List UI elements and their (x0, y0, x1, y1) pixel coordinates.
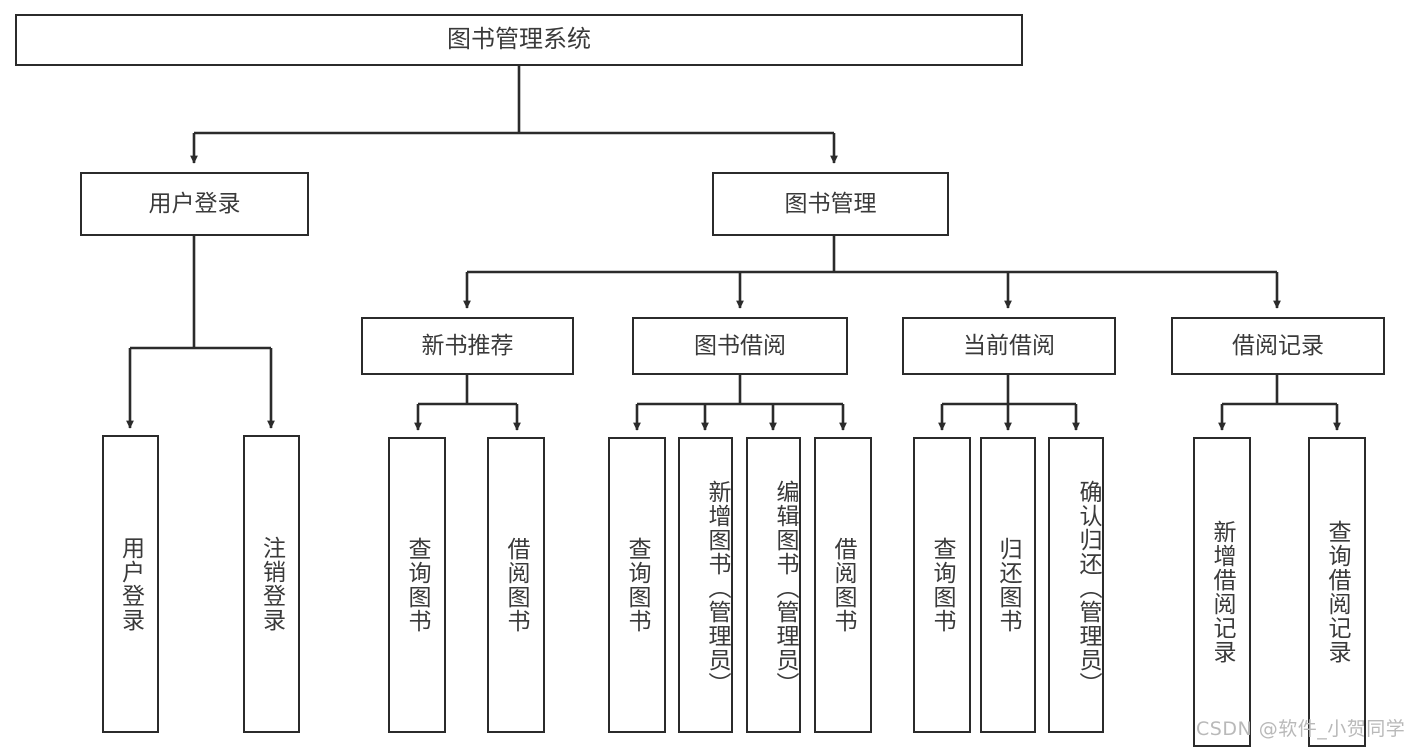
leaf-borrow-query-book-label: 查询图书 (624, 537, 651, 633)
node-borrow-record-label: 借阅记录 (1232, 332, 1324, 359)
leaf-user-login-signout[interactable]: 注销登录 (243, 435, 300, 733)
node-borrow-record[interactable]: 借阅记录 (1171, 317, 1385, 375)
node-book-management-label: 图书管理 (784, 190, 877, 217)
leaf-record-query-record[interactable]: 查询借阅记录 (1308, 437, 1366, 747)
leaf-borrow-add-book-label: 新增图书（管理员） (704, 480, 730, 696)
leaf-record-add-record[interactable]: 新增借阅记录 (1193, 437, 1251, 747)
leaf-record-query-record-label: 查询借阅记录 (1324, 520, 1351, 664)
leaf-recommend-query-book-label: 查询图书 (404, 537, 431, 633)
leaf-borrow-add-book[interactable]: 新增图书（管理员） (678, 437, 733, 733)
node-current-borrow-label: 当前借阅 (963, 332, 1055, 359)
leaf-user-login-signin-label: 用户登录 (117, 536, 144, 632)
leaf-borrow-edit-book[interactable]: 编辑图书（管理员） (746, 437, 801, 733)
leaf-borrow-edit-book-label: 编辑图书（管理员） (772, 480, 798, 696)
node-user-login[interactable]: 用户登录 (80, 172, 309, 236)
leaf-user-login-signin[interactable]: 用户登录 (102, 435, 159, 733)
node-root-library-system[interactable]: 图书管理系统 (15, 14, 1023, 66)
leaf-recommend-query-book[interactable]: 查询图书 (388, 437, 446, 733)
leaf-current-query-book[interactable]: 查询图书 (913, 437, 971, 733)
node-book-borrow[interactable]: 图书借阅 (632, 317, 848, 375)
leaf-current-confirm-return[interactable]: 确认归还（管理员） (1048, 437, 1104, 733)
node-new-book-recommend-label: 新书推荐 (421, 332, 514, 359)
leaf-current-confirm-return-label: 确认归还（管理员） (1075, 480, 1101, 696)
node-book-management[interactable]: 图书管理 (712, 172, 949, 236)
leaf-recommend-borrow-book[interactable]: 借阅图书 (487, 437, 545, 733)
node-book-borrow-label: 图书借阅 (694, 332, 786, 359)
leaf-user-login-signout-label: 注销登录 (258, 536, 285, 632)
node-user-login-label: 用户登录 (148, 190, 241, 217)
leaf-record-add-record-label: 新增借阅记录 (1209, 520, 1236, 664)
leaf-borrow-borrow-book[interactable]: 借阅图书 (814, 437, 872, 733)
leaf-current-query-book-label: 查询图书 (929, 537, 956, 633)
node-current-borrow[interactable]: 当前借阅 (902, 317, 1116, 375)
leaf-current-return-book-label: 归还图书 (995, 537, 1022, 633)
leaf-borrow-query-book[interactable]: 查询图书 (608, 437, 666, 733)
node-new-book-recommend[interactable]: 新书推荐 (361, 317, 574, 375)
leaf-recommend-borrow-book-label: 借阅图书 (503, 537, 530, 633)
node-root-label: 图书管理系统 (447, 25, 591, 54)
leaf-borrow-borrow-book-label: 借阅图书 (830, 537, 857, 633)
leaf-current-return-book[interactable]: 归还图书 (980, 437, 1036, 733)
